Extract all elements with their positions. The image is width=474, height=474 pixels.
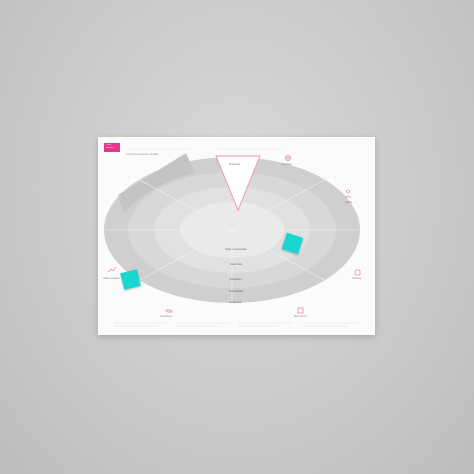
divider-lines (104, 178, 360, 303)
canvas-diagram (104, 148, 361, 327)
ring-segment-top-left (118, 153, 195, 213)
icon-label-resources: Resources (294, 315, 307, 318)
people-icon (344, 189, 352, 199)
ring-label-title: Trust building (228, 290, 244, 293)
canvas-poster: Trust Canvas A trust & ecosystem canvas … (98, 137, 375, 335)
handshake-icon (165, 309, 173, 313)
chart-icon (107, 266, 117, 273)
ring-label-5: Ecosystem (224, 301, 248, 304)
ring-label-title: Share of transaction (225, 248, 247, 251)
ring-label-2: Value flows (224, 263, 248, 266)
icon-label-incentives: Incentives (160, 315, 172, 318)
ring-label-title: Interactions (229, 278, 243, 281)
logo-line-1: Trust (106, 144, 111, 146)
target-icon (285, 155, 291, 161)
ring-label-3: Interactions (224, 278, 248, 281)
header-subtitle: A trust & ecosystem canvas (126, 153, 158, 156)
brand-logo: Trust Canvas (104, 143, 120, 152)
ring-label-title: Value flows (229, 263, 243, 266)
icon-label-ambition: Ambition (282, 163, 293, 166)
purpose-triangle (215, 155, 261, 212)
ring-label-4: Trust building (224, 290, 248, 293)
ring-label-title: Ecosystem (230, 301, 242, 304)
logo-line-2: Canvas (106, 147, 114, 149)
icon-label-value-creation: Value creation (103, 277, 120, 280)
bag-icon (354, 269, 361, 276)
icon-label-offering: Offering (352, 277, 362, 280)
purpose-label: Purpose (229, 162, 241, 166)
box-icon (297, 307, 304, 314)
icon-label-actors: Actors (345, 201, 353, 204)
ring-label-1: Share of transaction (224, 248, 248, 251)
